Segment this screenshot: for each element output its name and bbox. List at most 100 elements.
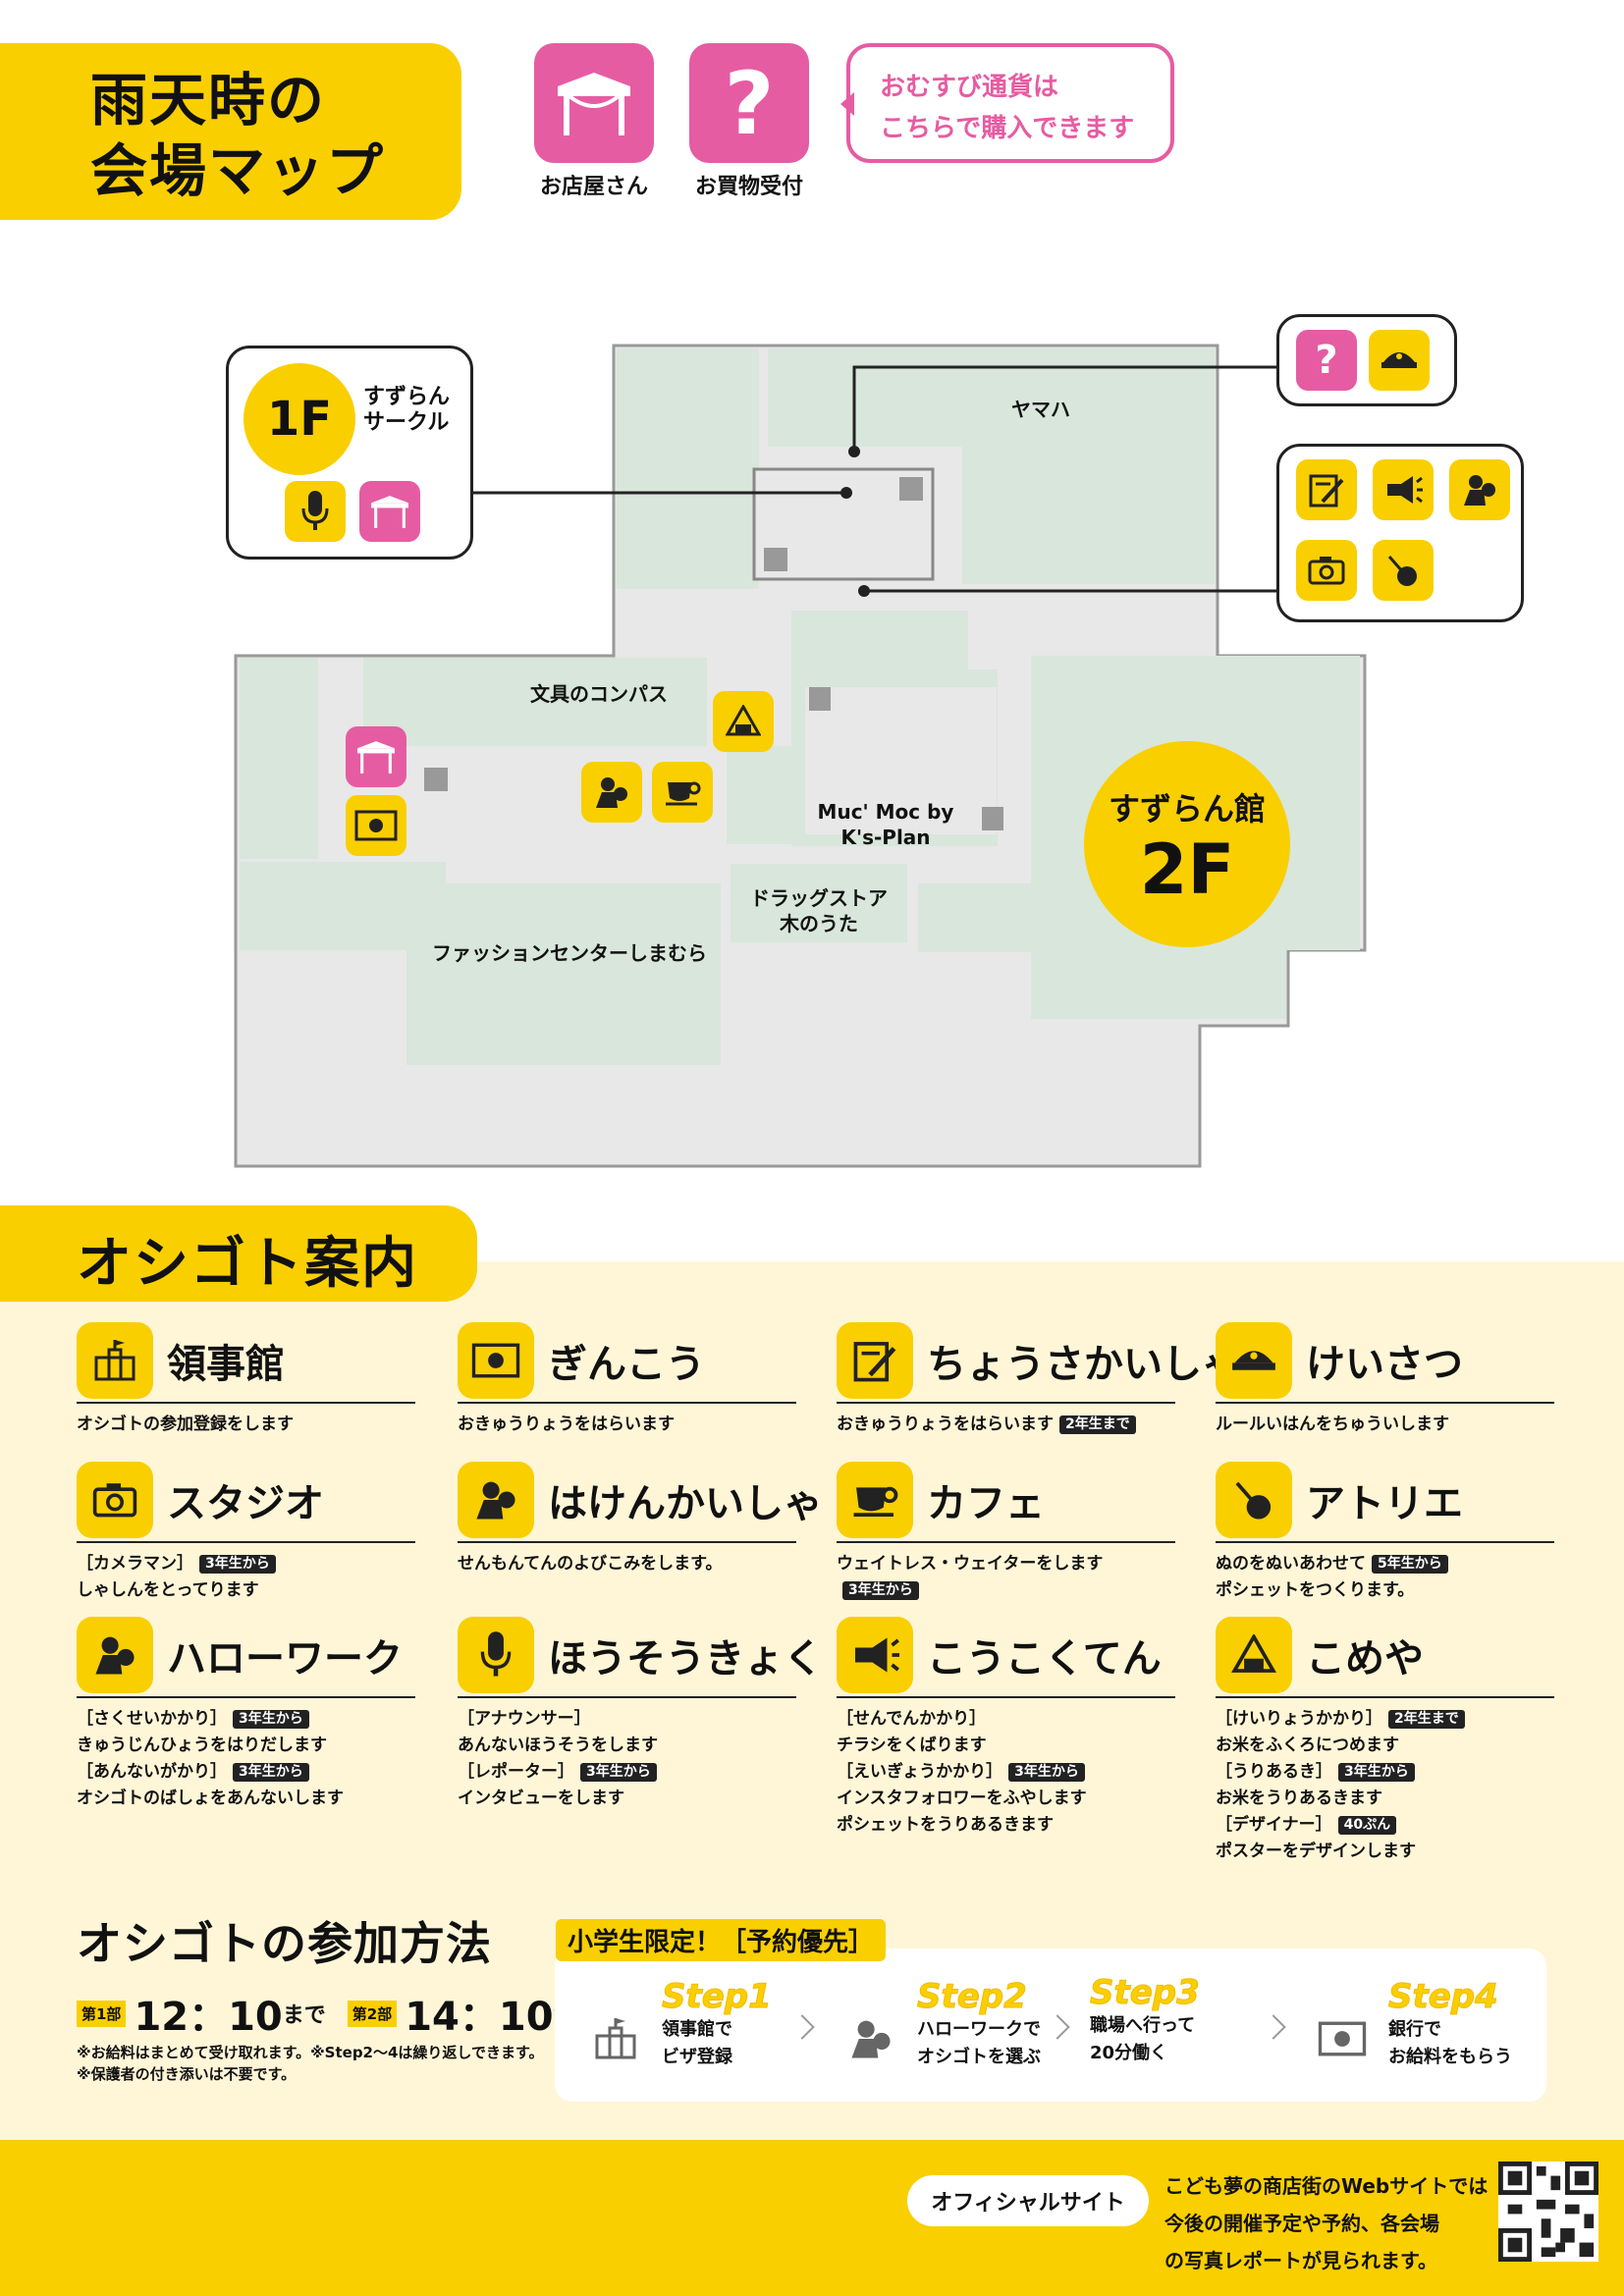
- job-head: こうこくてん: [837, 1617, 1175, 1698]
- official-site-link[interactable]: オフィシャルサイト: [907, 2175, 1149, 2226]
- grade-badge: 2年生まで: [1388, 1710, 1465, 1729]
- police-icon: [1216, 1322, 1292, 1399]
- atelier-icon: [1216, 1462, 1292, 1538]
- police-icon: [1369, 330, 1430, 391]
- job-head: スタジオ: [77, 1462, 415, 1543]
- hellowork-icon: [835, 2002, 907, 2075]
- job-head: カフェ: [837, 1462, 1175, 1543]
- job-desc-line: オシゴトのばしょをあんないします: [77, 1789, 344, 1808]
- job-title: スタジオ: [167, 1481, 324, 1526]
- job-card: こうこくてん［せんでんかかり］チラシをくばります［えいぎょうかかり］3年生からイ…: [837, 1617, 1175, 1839]
- job-head: はけんかいしゃ: [458, 1462, 823, 1543]
- job-card: カフェウェイトレス・ウェイターをします3年生から: [837, 1462, 1175, 1604]
- legend-shop: お店屋さん: [534, 43, 654, 200]
- job-desc-line: お米をふくろにつめます: [1216, 1735, 1399, 1755]
- job-card: スタジオ［カメラマン］3年生からしゃしんをとってります: [77, 1462, 415, 1604]
- step-name: Step1: [662, 1977, 773, 2017]
- step-line: 職場へ行って: [1090, 2015, 1196, 2036]
- job-description: ［せんでんかかり］チラシをくばります［えいぎょうかかり］3年生からインスタフォロ…: [837, 1706, 1175, 1839]
- survey-icon: [837, 1322, 913, 1399]
- job-desc-line: ウェイトレス・ウェイターをします: [837, 1554, 1104, 1574]
- grade-badge: 3年生から: [1338, 1763, 1415, 1782]
- job-head: ハローワーク: [77, 1617, 415, 1698]
- job-desc-line: しゃしんをとってります: [77, 1580, 259, 1600]
- job-desc-line: ポシェットをつくります。: [1216, 1580, 1415, 1600]
- tent-icon: [534, 43, 654, 163]
- job-desc-line: あんないほうそうをします: [458, 1735, 658, 1755]
- job-title: カフェ: [927, 1481, 1045, 1526]
- tent-icon: [346, 726, 406, 787]
- job-card: ちょうさかいしゃおきゅうりょうをはらいます 2年生まで: [837, 1322, 1241, 1438]
- job-desc-line: ぬのをぬいあわせて: [1216, 1554, 1366, 1574]
- step-line: ビザ登録: [662, 2047, 732, 2067]
- job-desc-line: ［カメラマン］: [77, 1554, 193, 1574]
- job-head: アトリエ: [1216, 1462, 1554, 1543]
- onigiri-icon: [713, 691, 774, 752]
- job-card: ぎんこうおきゅうりょうをはらいます: [458, 1322, 796, 1438]
- job-desc-line: チラシをくばります: [837, 1735, 987, 1755]
- job-desc-line: ［アナウンサー］: [458, 1709, 591, 1729]
- step-name: Step2: [917, 1977, 1028, 2017]
- floor1-badge: 1F: [244, 363, 355, 475]
- cafe-icon: [652, 762, 713, 823]
- job-title: ちょうさかいしゃ: [927, 1342, 1241, 1387]
- currency-bubble: おむすび通貨は こちらで購入できます: [840, 43, 1174, 163]
- job-description: おきゅうりょうをはらいます 2年生まで: [837, 1412, 1175, 1438]
- job-title: こめや: [1306, 1636, 1424, 1682]
- job-desc-line: ［さくせいかかり］: [77, 1709, 227, 1729]
- job-desc-line: ［けいりょうかかり］: [1216, 1709, 1382, 1729]
- store-shimamura: ファッションセンターしまむら: [432, 941, 707, 965]
- grade-badge: 3年生から: [233, 1763, 309, 1782]
- grade-badge: 40ぷん: [1337, 1816, 1397, 1835]
- job-head: こめや: [1216, 1617, 1554, 1698]
- job-card: けいさつルールいはんをちゅういします: [1216, 1322, 1554, 1438]
- survey-icon: [1296, 459, 1357, 520]
- step-line: ハローワークで: [917, 2019, 1041, 2040]
- grade-badge: 3年生から: [580, 1763, 657, 1782]
- job-desc-line: ［デザイナー］: [1216, 1815, 1332, 1835]
- tent-icon: [359, 481, 420, 542]
- legend-purchase: ? お買物受付: [689, 43, 809, 200]
- steps-panel: [555, 1949, 1546, 2102]
- job-card: ハローワーク［さくせいかかり］3年生からきゅうじんひょうをはりだします［あんない…: [77, 1617, 415, 1812]
- job-desc-line: ［レポーター］: [458, 1762, 574, 1782]
- job-title: けいさつ: [1306, 1342, 1463, 1387]
- bank-icon: [346, 795, 406, 856]
- howto-notes: ※お給料はまとめて受け取れます。※Step2～4は繰り返しできます。※保護者の付…: [77, 2044, 544, 2083]
- job-desc-line: ルールいはんをちゅういします: [1216, 1415, 1449, 1434]
- step-name: Step3: [1090, 1973, 1201, 2013]
- hellowork-icon: [77, 1617, 153, 1693]
- megaphone-icon: [1373, 459, 1434, 520]
- job-description: ［アナウンサー］ あんないほうそうをします ［レポーター］ 3年生からインタビューをし…: [458, 1706, 796, 1812]
- howto-title: オシゴトの参加方法: [77, 1917, 492, 1970]
- job-desc-line: ［うりあるき］: [1216, 1762, 1332, 1782]
- job-desc-line: おきゅうりょうをはらいます: [837, 1415, 1054, 1434]
- megaphone-icon: [837, 1617, 913, 1693]
- limited-tag: 小学生限定！［予約優先］: [556, 1919, 887, 1961]
- embassy-icon: [579, 2002, 652, 2075]
- job-head: ちょうさかいしゃ: [837, 1322, 1241, 1404]
- cafe-icon: [837, 1462, 913, 1538]
- job-title: 領事館: [167, 1342, 285, 1387]
- job-description: ［けいりょうかかり］2年生までお米をふくろにつめます［うりあるき］3年生からお米…: [1216, 1706, 1554, 1865]
- job-desc-line: インタビューをします: [458, 1789, 624, 1808]
- question-icon: ?: [1296, 330, 1357, 391]
- bubble-line1: おむすび通貨は: [880, 73, 1059, 102]
- qr-code[interactable]: [1498, 2162, 1598, 2262]
- question-icon: ?: [689, 43, 809, 163]
- step-line: 銀行で: [1388, 2019, 1441, 2040]
- legend-purchase-label: お買物受付: [694, 175, 803, 199]
- job-desc-line: インスタフォロワーをふやします: [837, 1789, 1087, 1808]
- job-description: ルールいはんをちゅういします: [1216, 1412, 1554, 1438]
- microphone-icon: [458, 1617, 534, 1693]
- job-head: 領事館: [77, 1322, 415, 1404]
- store-yamaha: ヤマハ: [1011, 398, 1070, 421]
- grade-badge: 3年生から: [1008, 1763, 1085, 1782]
- grade-badge: 2年生まで: [1059, 1415, 1136, 1434]
- store-drug: ドラッグストア木のうた: [750, 886, 888, 935]
